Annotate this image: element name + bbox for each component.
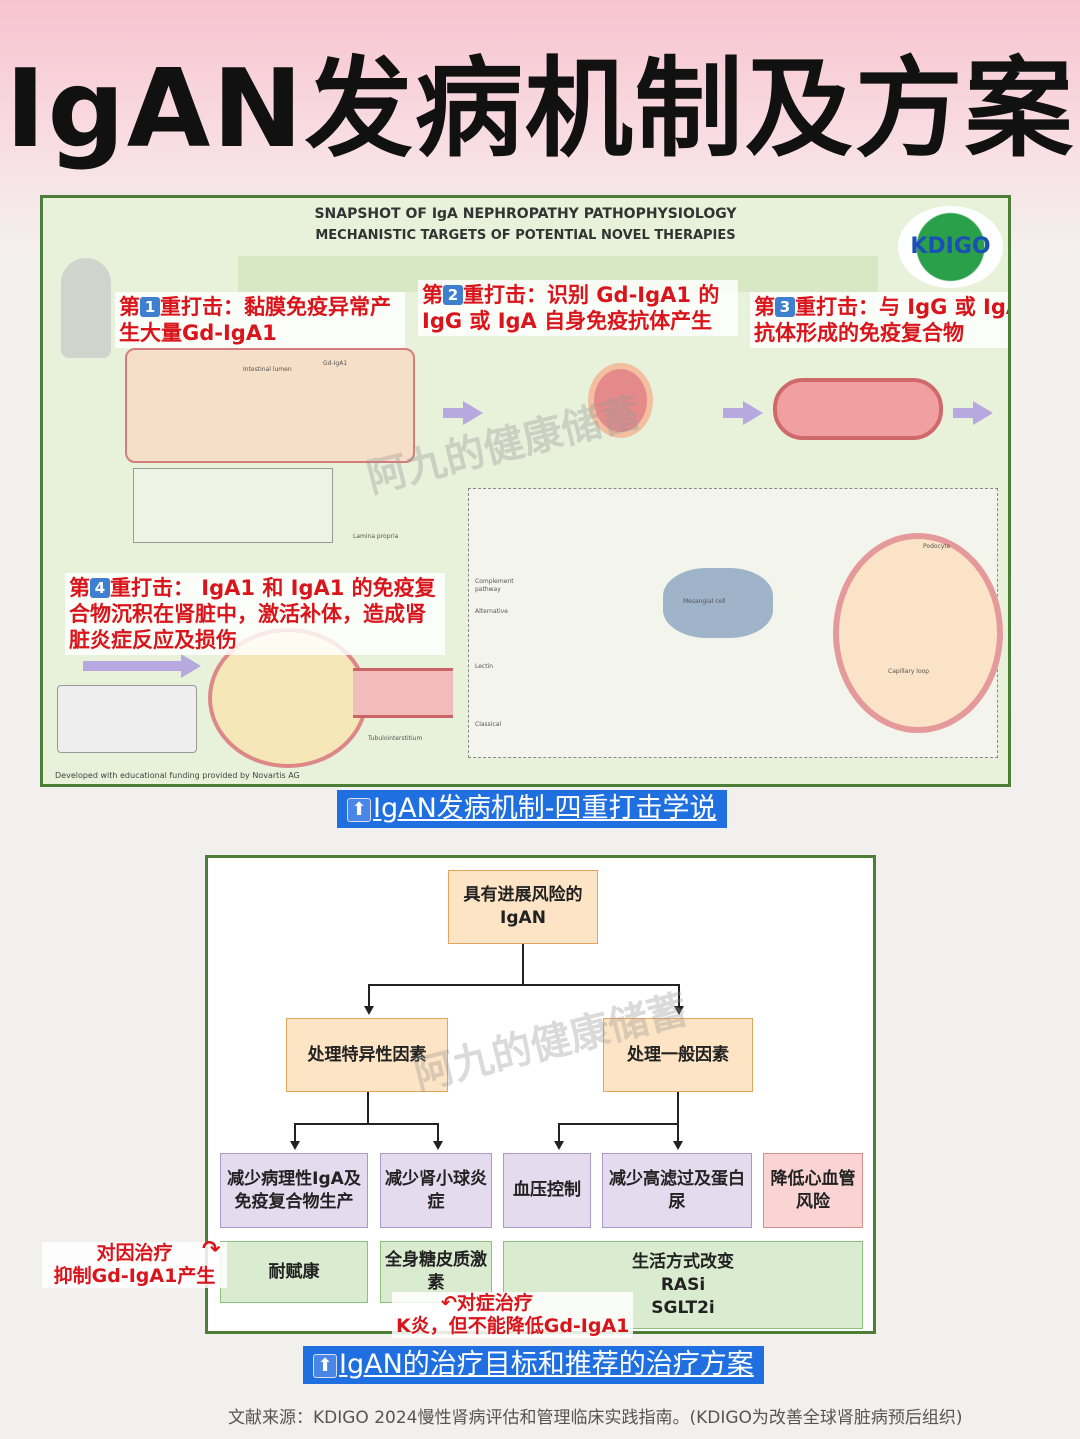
general-factors-node: 处理一般因素 (603, 1018, 753, 1092)
figure-subtitle: MECHANISTIC TARGETS OF POTENTIAL NOVEL T… (315, 228, 736, 243)
hit-text: 重打击：识别 Gd-IgA1 的 IgG 或 IgA 自身免疫抗体产生 (422, 283, 720, 333)
pathophysiology-figure: SNAPSHOT OF IgA NEPHROPATHY PATHOPHYSIOL… (40, 195, 1011, 787)
hit-text: 重打击：与 IgG 或 IgA 抗体形成的免疫复合物 (754, 295, 1011, 345)
curved-arrow-icon: ↶ (441, 1292, 457, 1314)
drug-targets-box (133, 468, 333, 543)
classical-label: Classical (475, 721, 502, 728)
treatment-rasi: RASi (660, 1274, 706, 1295)
goal-cv-risk: 降低心血管风险 (763, 1153, 863, 1228)
podocyte-label: Podocyte (923, 543, 951, 550)
blood-vessel-illustration (773, 378, 943, 440)
specific-factors-node: 处理特异性因素 (286, 1018, 448, 1092)
hit-prefix: 第 (422, 283, 443, 307)
tonsil-illustration (588, 363, 653, 438)
cause-treatment-note: 对因治疗 抑制Gd-IgA1产生 (42, 1242, 227, 1288)
caption-text: IgAN发病机制-四重打击学说 (373, 793, 717, 824)
arrow-right-icon (181, 654, 201, 678)
note-line: 对因治疗 (96, 1242, 173, 1264)
symptom-treatment-note: ↶对症治疗 K炎，但不能降低Gd-IgA1 (392, 1292, 634, 1338)
intestinal-lumen-label: Intestinal lumen (243, 366, 292, 373)
arrow-right-icon (743, 401, 763, 425)
tubulointerstitium-label: Tubulointerstitium (368, 735, 423, 742)
flow-arrow (953, 408, 975, 418)
note-line: 抑制Gd-IgA1产生 (53, 1265, 216, 1287)
number-1-icon: 1 (140, 297, 160, 317)
gd-iga1-label: Gd-IgA1 (323, 360, 348, 367)
arrow-right-icon (973, 401, 993, 425)
tubule-illustration (353, 668, 453, 718)
gut-mucosa-panel (125, 348, 415, 463)
number-3-icon: 3 (775, 297, 795, 317)
kdigo-logo-text: KDIGO (910, 234, 991, 259)
arrow-down-icon (433, 1141, 443, 1150)
goal-bp-control: 血压控制 (503, 1153, 591, 1228)
flow-arrow (83, 661, 183, 671)
treatment-flowchart: 具有进展风险的IgAN 处理特异性因素 处理一般因素 减少病理性IgA及免疫复合… (205, 855, 876, 1334)
arrow-down-icon (554, 1141, 564, 1150)
hit-text: 重打击：黏膜免疫异常产生大量Gd-IgA1 (119, 295, 391, 345)
complement-label: Complement pathway (475, 578, 514, 593)
root-node: 具有进展风险的IgAN (448, 870, 598, 944)
capillary-loop-label: Capillary loop (888, 668, 930, 675)
arrow-right-icon (463, 401, 483, 425)
up-arrow-icon: ⬆ (347, 798, 371, 822)
mesangial-cell-label: Mesangial cell (683, 598, 726, 605)
treatment-nefecon: 耐赋康 (220, 1241, 368, 1303)
goal-reduce-iga: 减少病理性IgA及免疫复合物生产 (220, 1153, 368, 1228)
treatment-lifestyle: 生活方式改变 (632, 1251, 734, 1272)
page-title: IgAN发病机制及方案 (5, 47, 1075, 172)
arrow-down-icon (364, 1006, 374, 1015)
capillary-loop-illustration (833, 533, 1003, 733)
hit-text: 重打击： IgA1 和 IgA1 的免疫复合物沉积在肾脏中，激活补体，造成肾脏炎… (69, 576, 436, 652)
caption-text: IgAN的治疗目标和推荐的治疗方案 (339, 1349, 754, 1380)
arrow-down-icon (673, 1141, 683, 1150)
goal-reduce-proteinuria: 减少高滤过及蛋白尿 (602, 1153, 752, 1228)
lamina-propria-label: Lamina propria (353, 533, 399, 540)
therapy-note-box (57, 685, 197, 753)
number-4-icon: 4 (90, 578, 110, 598)
curved-arrow-icon: ↷ (202, 1237, 221, 1262)
caption-pathogenesis-link[interactable]: ⬆IgAN发病机制-四重打击学说 (337, 790, 727, 828)
figure-title: SNAPSHOT OF IgA NEPHROPATHY PATHOPHYSIOL… (314, 206, 737, 222)
alternative-label: Alternative (475, 608, 508, 615)
goal-reduce-inflammation: 减少肾小球炎症 (380, 1153, 492, 1228)
treatment-sglt2i: SGLT2i (651, 1297, 715, 1318)
caption-treatment-link[interactable]: ⬆IgAN的治疗目标和推荐的治疗方案 (303, 1346, 764, 1384)
number-2-icon: 2 (443, 285, 463, 305)
note-line: 对症治疗 (456, 1292, 533, 1314)
kdigo-logo: KDIGO (898, 206, 1003, 288)
flow-arrow (723, 408, 745, 418)
hit-prefix: 第 (754, 295, 775, 319)
source-footnote: 文献来源：KDIGO 2024慢性肾病评估和管理临床实践指南。(KDIGO为改善… (228, 1408, 963, 1428)
hit-prefix: 第 (119, 295, 140, 319)
flow-arrow (443, 408, 465, 418)
mesangial-cell-illustration (663, 568, 773, 638)
hit-prefix: 第 (69, 576, 90, 600)
note-line: K炎，但不能降低Gd-IgA1 (396, 1315, 630, 1337)
funding-credit: Developed with educational funding provi… (55, 771, 300, 780)
arrow-down-icon (290, 1141, 300, 1150)
up-arrow-icon: ⬆ (313, 1354, 337, 1378)
lectin-label: Lectin (475, 663, 494, 670)
arrow-down-icon (674, 1006, 684, 1015)
human-silhouette-icon (61, 258, 111, 358)
